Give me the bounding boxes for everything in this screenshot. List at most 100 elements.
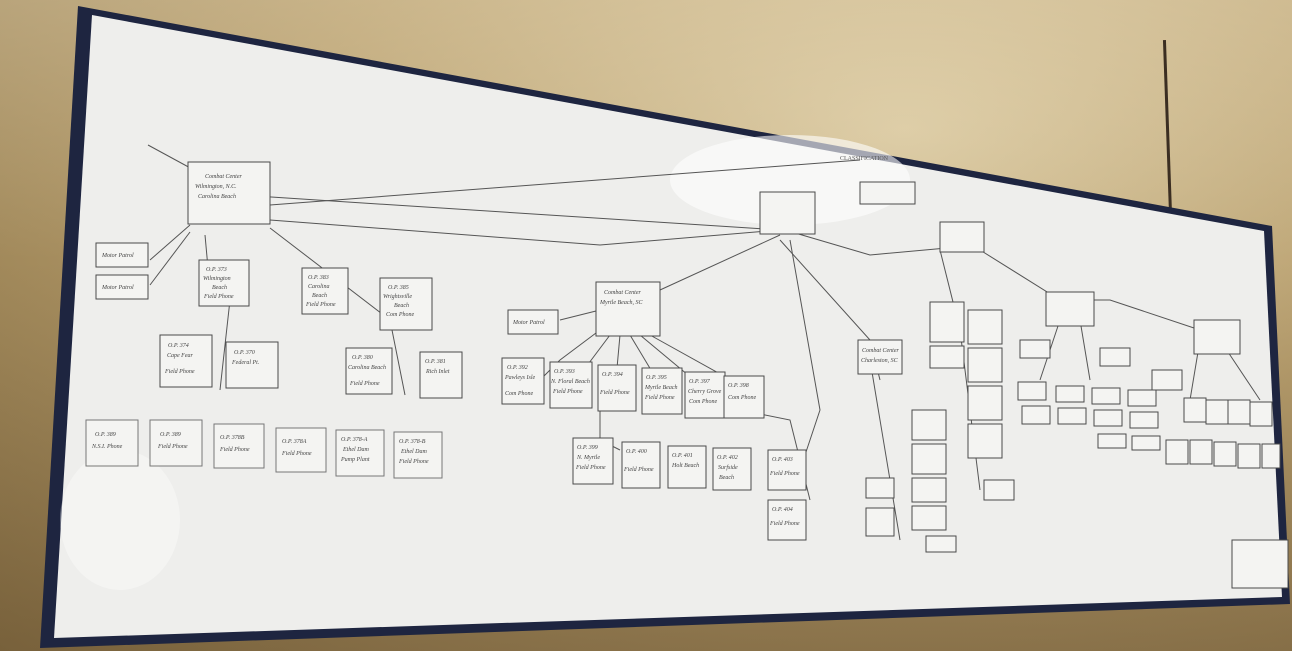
svg-text:Beach: Beach [394, 303, 409, 309]
box-combat-center: Combat Center Wilmington, N.C. Carolina … [187, 161, 271, 225]
box-motor-patrol-3: Motor Patrol [507, 309, 559, 335]
svg-text:O.P. 392: O.P. 392 [507, 365, 528, 371]
svg-text:O.P. 378B: O.P. 378B [220, 435, 245, 441]
box-op-374: O.P. 374 Cape Fear Field Phone [159, 334, 213, 388]
svg-text:Combat Center: Combat Center [604, 290, 641, 296]
chart-board [54, 15, 1282, 638]
svg-text:Surfside: Surfside [718, 464, 738, 471]
svg-text:Pump Plant: Pump Plant [340, 457, 370, 463]
box-op-380: O.P. 380 Carolina Beach Field Phone [345, 347, 393, 395]
box-op-392: O.P. 392 Pawleys Isle Com Phone [501, 357, 545, 405]
svg-text:Federal Pt.: Federal Pt. [231, 360, 259, 366]
svg-text:Beach: Beach [719, 475, 734, 481]
box-op-378b: O.P. 378B Field Phone [213, 423, 265, 469]
svg-text:Field Phone: Field Phone [623, 467, 654, 473]
svg-text:Wilmington: Wilmington [203, 276, 231, 282]
box-op-378a2: O.P. 378A Field Phone [275, 427, 327, 473]
svg-text:O.P. 399: O.P. 399 [577, 445, 598, 451]
box-op-404: O.P. 404 Field Phone [767, 499, 807, 541]
svg-text:Charleston, SC: Charleston, SC [861, 358, 899, 364]
box-op-394: O.P. 394 Field Phone [597, 364, 637, 412]
box-op-378b2: O.P. 378-B Ethel Dam Field Phone [393, 431, 443, 479]
svg-text:Field Phone: Field Phone [575, 465, 606, 471]
svg-text:Field Phone: Field Phone [164, 369, 195, 375]
svg-text:Motor Patrol: Motor Patrol [101, 253, 134, 259]
svg-text:Field Phone: Field Phone [157, 444, 188, 450]
svg-text:Com Phone: Com Phone [728, 395, 757, 401]
box-op-383: O.P. 383 Carolina Beach Field Phone [301, 267, 349, 315]
box-op-381: O.P. 381 Rich Inlet [419, 351, 463, 399]
box-combat-center-2: Combat Center Myrtle Beach, SC [595, 281, 661, 337]
svg-text:Ethel Dam: Ethel Dam [342, 447, 369, 453]
svg-text:Beach: Beach [312, 293, 327, 299]
box-op-401: O.P. 401 Holt Beach [667, 445, 707, 489]
svg-text:O.P. 370: O.P. 370 [234, 350, 255, 356]
box-motor-patrol-1: Motor Patrol [95, 242, 149, 268]
svg-text:Field Phone: Field Phone [203, 294, 234, 300]
svg-text:Myrtle Beach, SC: Myrtle Beach, SC [599, 300, 643, 306]
svg-text:O.P. 378-A: O.P. 378-A [341, 437, 368, 443]
svg-text:O.P. 380: O.P. 380 [352, 355, 373, 361]
svg-text:Com Phone: Com Phone [505, 391, 534, 397]
svg-text:Field Phone: Field Phone [552, 389, 583, 395]
box-op-389: O.P. 389 N.S.I. Phone [85, 419, 139, 467]
svg-text:Wrightsville: Wrightsville [383, 294, 412, 300]
svg-text:Field Phone: Field Phone [305, 302, 336, 308]
svg-text:O.P. 401: O.P. 401 [672, 452, 693, 459]
box-op-397: O.P. 397 Cherry Grove Com Phone [684, 371, 726, 419]
box-op-402: O.P. 402 Surfside Beach [712, 447, 752, 491]
box-op-399: O.P. 399 N. Myrtle Field Phone [572, 437, 614, 485]
svg-text:N.S.I. Phone: N.S.I. Phone [91, 444, 123, 450]
svg-text:Cherry Grove: Cherry Grove [688, 389, 722, 395]
box-op-395: O.P. 395 Myrtle Beach Field Phone [641, 367, 683, 415]
svg-text:O.P. 398: O.P. 398 [728, 383, 749, 389]
svg-text:N. Floral Beach: N. Floral Beach [550, 379, 590, 385]
svg-text:Combat Center: Combat Center [862, 348, 899, 354]
box-op-370: O.P. 370 Federal Pt. [225, 341, 279, 389]
svg-text:O.P. 389: O.P. 389 [95, 432, 116, 438]
svg-text:O.P. 385: O.P. 385 [388, 285, 409, 291]
svg-text:O.P. 393: O.P. 393 [554, 369, 575, 375]
svg-text:Myrtle Beach: Myrtle Beach [644, 385, 677, 391]
svg-text:Pawleys Isle: Pawleys Isle [504, 375, 535, 381]
svg-text:O.P. 400: O.P. 400 [626, 448, 647, 455]
svg-text:Com Phone: Com Phone [689, 399, 718, 405]
svg-text:O.P. 395: O.P. 395 [646, 375, 667, 381]
svg-text:Field Phone: Field Phone [599, 390, 630, 396]
box-op-373: O.P. 373 Wilmington Beach Field Phone [198, 259, 250, 307]
svg-text:Carolina Beach: Carolina Beach [198, 194, 236, 200]
box-op-389b: O.P. 389 Field Phone [149, 419, 203, 467]
svg-text:O.P. 389: O.P. 389 [160, 432, 181, 438]
box-op-385: O.P. 385 Wrightsville Beach Com Phone [379, 277, 433, 331]
board-title: CLASSIFICATION [840, 156, 889, 162]
svg-text:Field Phone: Field Phone [349, 381, 380, 387]
svg-text:Cape Fear: Cape Fear [167, 353, 193, 359]
svg-text:O.P. 397: O.P. 397 [689, 379, 711, 385]
svg-text:O.P. 381: O.P. 381 [425, 359, 446, 365]
box-motor-patrol-2: Motor Patrol [95, 274, 149, 300]
svg-text:Field Phone: Field Phone [281, 451, 312, 457]
svg-text:O.P. 378-B: O.P. 378-B [399, 439, 426, 445]
svg-text:Motor Patrol: Motor Patrol [101, 285, 134, 291]
box-op-403: O.P. 403 Field Phone [767, 449, 807, 491]
svg-text:O.P. 402: O.P. 402 [717, 454, 738, 461]
svg-text:Carolina Beach: Carolina Beach [348, 365, 386, 371]
svg-text:Field Phone: Field Phone [769, 471, 800, 477]
svg-text:Wilmington, N.C.: Wilmington, N.C. [195, 184, 237, 190]
box-op-400: O.P. 400 Field Phone [621, 441, 661, 489]
svg-text:Ethel Dam: Ethel Dam [400, 449, 427, 455]
box-op-393: O.P. 393 N. Floral Beach Field Phone [549, 361, 593, 409]
box-op-378a: O.P. 378-A Ethel Dam Pump Plant [335, 429, 385, 477]
svg-text:Motor Patrol: Motor Patrol [512, 320, 545, 326]
right-cluster-boxes [759, 181, 1289, 589]
svg-text:Rich Inlet: Rich Inlet [425, 369, 450, 375]
svg-text:Field Phone: Field Phone [219, 447, 250, 453]
svg-text:Com Phone: Com Phone [386, 312, 415, 318]
svg-text:O.P. 373: O.P. 373 [206, 267, 227, 273]
svg-text:Carolina: Carolina [308, 284, 329, 290]
svg-text:Field Phone: Field Phone [769, 521, 800, 527]
svg-text:O.P. 403: O.P. 403 [772, 456, 793, 463]
svg-text:O.P. 383: O.P. 383 [308, 275, 329, 281]
svg-text:Holt Beach: Holt Beach [671, 463, 699, 469]
